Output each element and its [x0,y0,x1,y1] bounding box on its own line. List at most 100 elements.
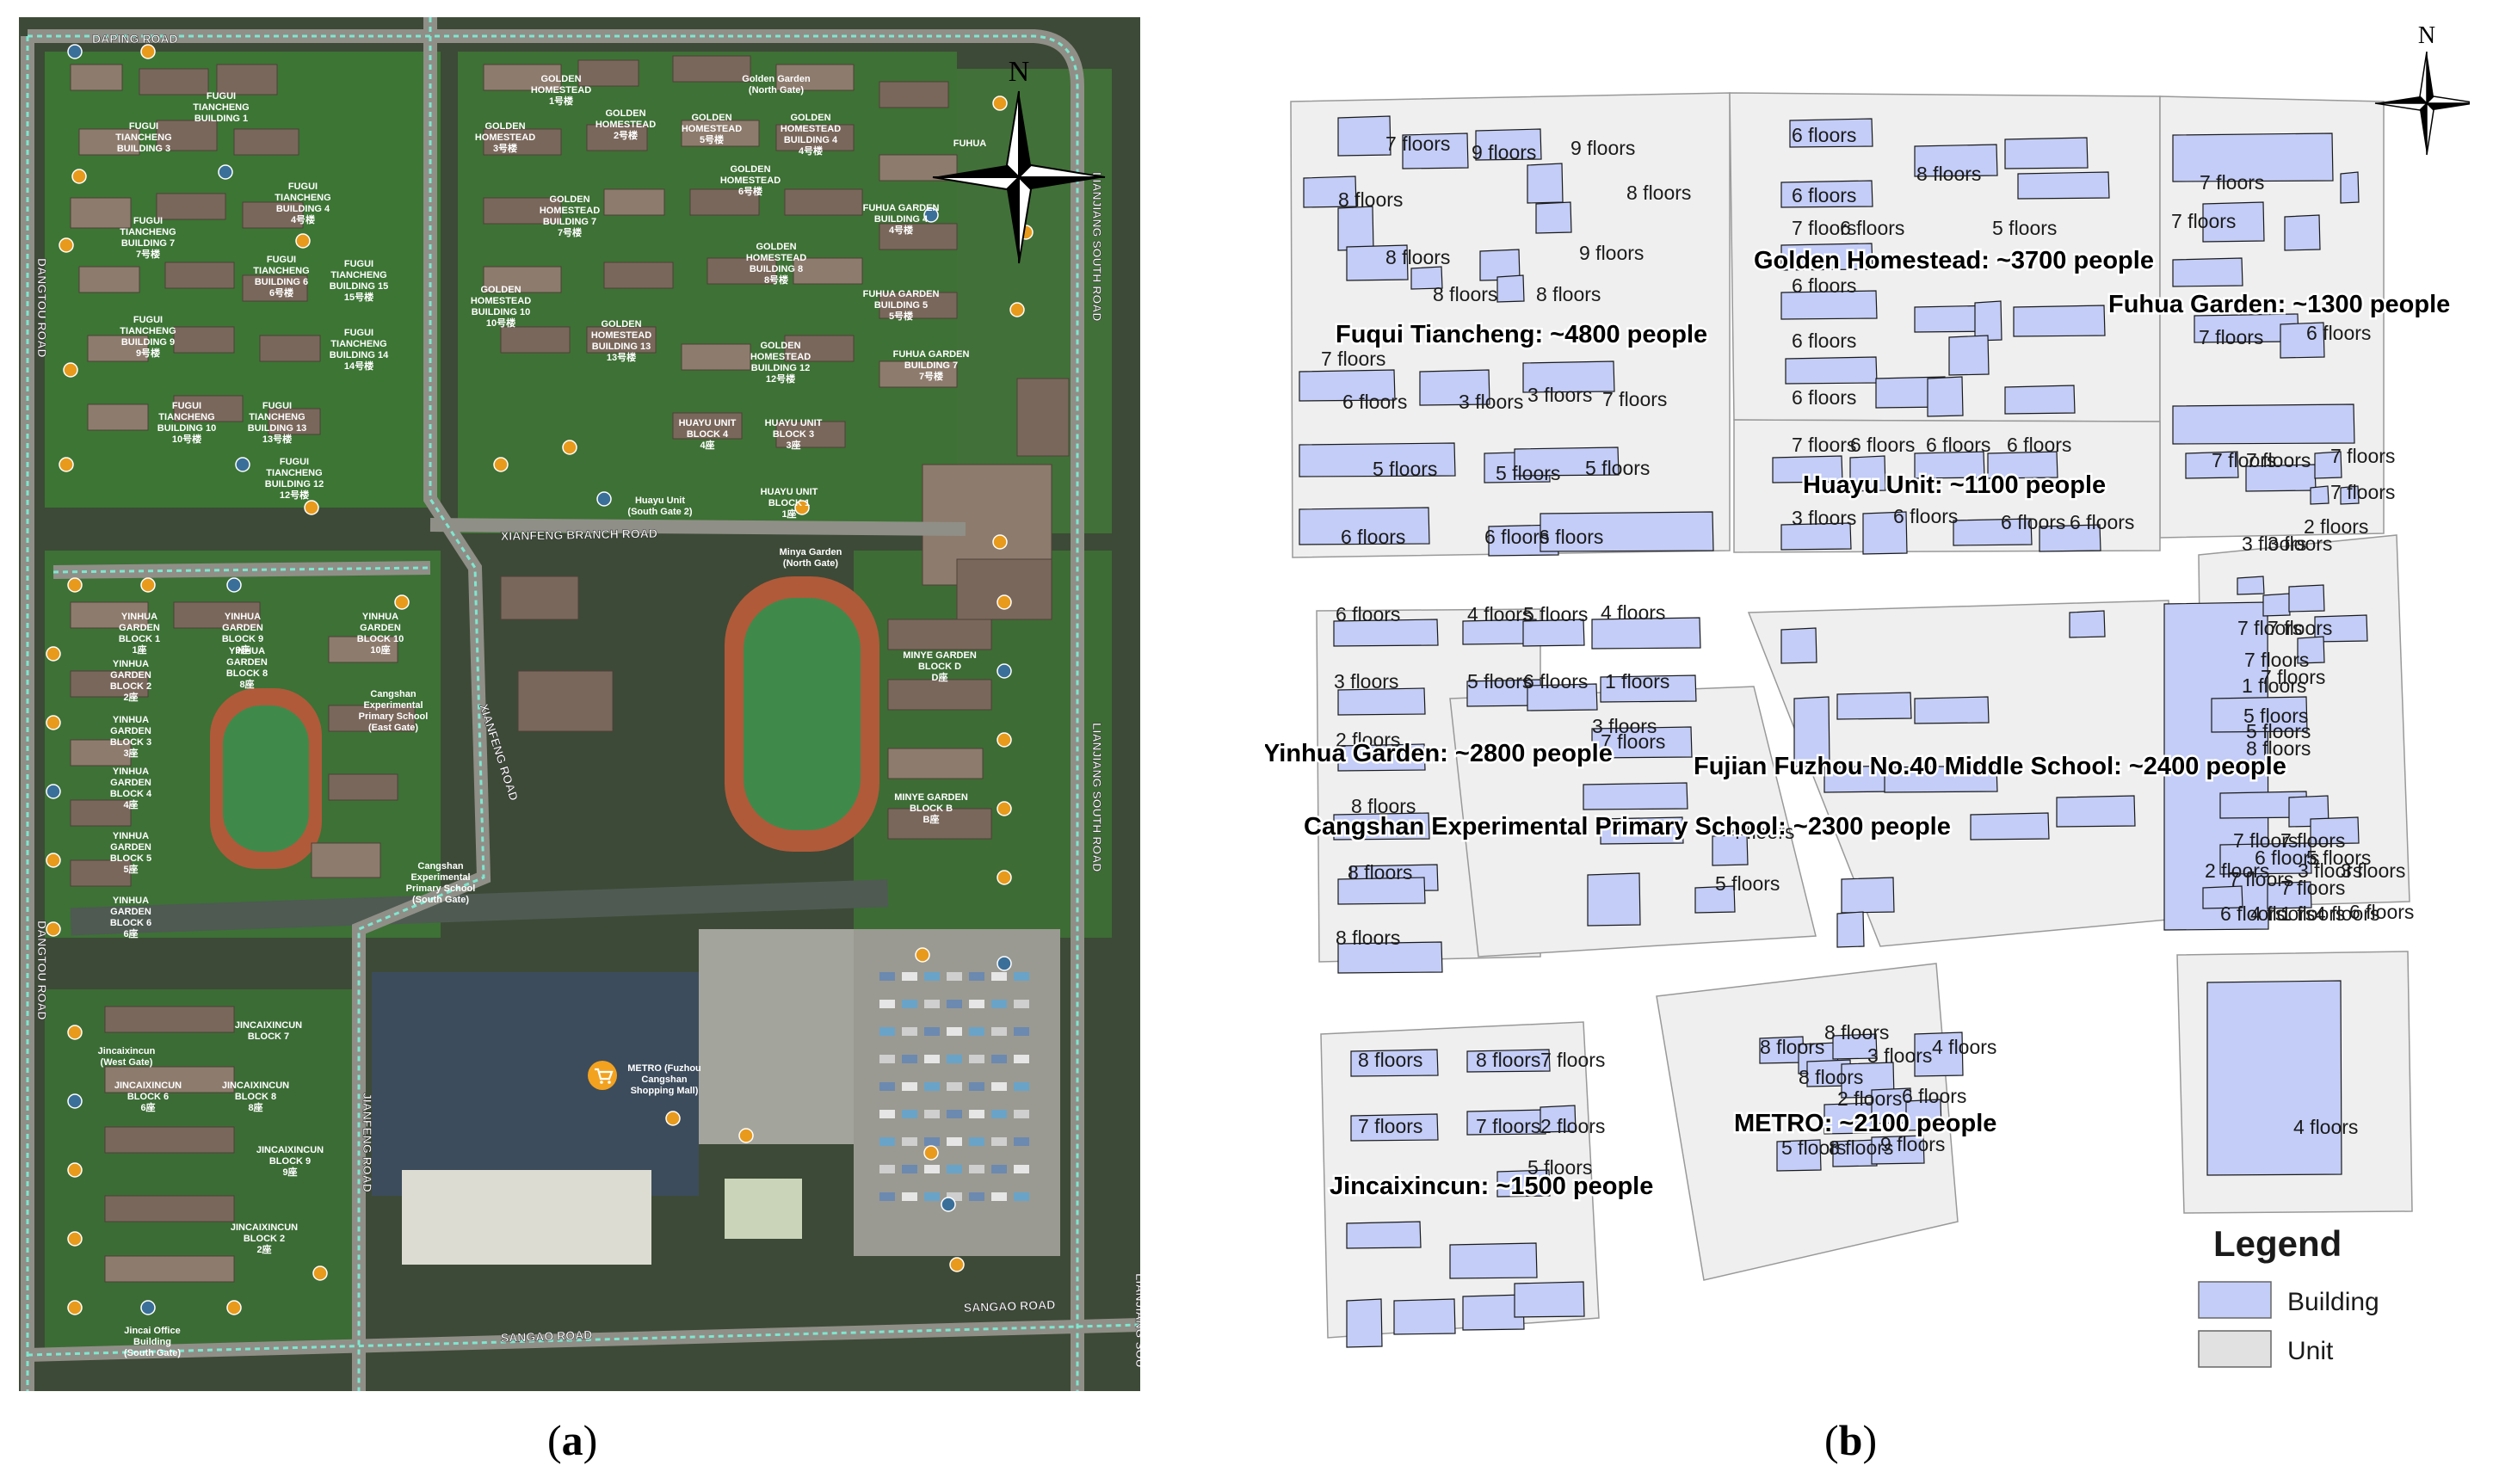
place-label: Huayu Unit(South Gate 2) [627,496,693,517]
building-footprint [1303,175,1357,208]
satellite-roof [242,274,308,302]
parked-car [991,1055,1007,1063]
satellite-roof [259,335,321,362]
place-label-line: GOLDEN [790,113,830,123]
parked-car [924,1165,940,1173]
building-footprint [1591,617,1701,650]
satellite-roof [104,1195,235,1222]
place-label-line: GOLDEN [601,319,641,329]
building-footprint [2017,171,2110,200]
place-label-line: GARDEN [110,842,151,853]
restaurant-icon [295,233,311,249]
place-label-line: GOLDEN [605,108,645,119]
place-label-line: FUGUI [267,255,296,265]
floor-label: 5 floors [1781,1136,1846,1159]
restaurant-icon [665,1111,681,1126]
floor-label: 5 floors [2243,705,2308,727]
building-footprint [2262,593,2291,617]
satellite-roof [156,120,218,151]
floor-label: 3 floors [1459,391,1523,413]
restaurant-icon [59,457,74,472]
parked-car [924,1110,940,1118]
place-label-line: 7号楼 [136,248,160,260]
road-label: LIANJIANG SOU [1133,1273,1140,1368]
place-label-line: BUILDING 15 [330,281,388,292]
place-label-line: 8号楼 [764,274,788,286]
building-footprint [1299,442,1456,477]
place-label-line: YINHUA [113,767,149,777]
floor-label: 3 floors [1592,715,1657,737]
place-label-line: Shopping Mall) [631,1086,699,1096]
place-label-line: (South Gate 2) [627,507,693,517]
place-label-line: BUILDING 7 [121,238,175,249]
road-label: DANGTOU ROAD [35,258,49,358]
place-label-line: Primary School [359,711,429,722]
floor-label: 4 floors [2250,902,2315,925]
satellite-roof [104,1066,235,1093]
place-label-line: GARDEN [110,778,151,788]
satellite-roof [500,326,571,354]
place-label-line: FUHUA GARDEN [863,289,940,299]
compass-north-letter: N [1009,56,1030,88]
building-footprint [1496,1169,1551,1198]
place-label-line: 7号楼 [919,370,943,382]
floor-label: 8 floors [1385,246,1450,268]
floor-label: 6 floors [1792,184,1856,206]
road-label: XIANFENG BRANCH ROAD [501,526,657,543]
gate-icon [67,44,83,59]
place-label-line: 6座 [140,1101,155,1113]
floor-label: 4 floors [2293,1116,2358,1138]
floor-label: 7 floors [1792,217,1856,239]
place-label-line: BLOCK 9 [269,1156,311,1167]
floor-label: 8 floors [1626,182,1691,204]
place-label-line: YINHUA [225,612,261,622]
parked-car [879,1110,895,1118]
satellite-roof [586,326,657,354]
building-footprint [1832,1033,1878,1060]
legend-building-swatch [2198,1281,2272,1319]
floor-label: 8 floors [1824,1021,1889,1044]
place-label-line: 10座 [370,643,390,656]
restaurant-icon [992,534,1008,550]
floor-label: 6 floors [1539,526,1603,548]
place-label-line: 10号楼 [172,433,201,445]
place-label-line: FUGUI [344,259,373,269]
floor-label: 6 floors [1840,217,1904,239]
place-label-line: BLOCK 2 [110,681,151,692]
place-label-line: HOMESTEAD [746,253,806,263]
floor-label: 3 floors [2268,533,2332,555]
restaurant-icon [997,801,1012,816]
floor-label: 3 floors [1527,384,1592,406]
floor-label: 6 floors [1336,603,1400,625]
floor-label: 7 floors [2244,649,2309,671]
unit-label: Fuhua Garden: ~1300 people [2108,291,2450,318]
building-footprint [2314,614,2368,643]
building-footprint [1583,782,1688,810]
floor-label: 2 floors [1336,729,1400,751]
place-label-line: 9号楼 [136,347,160,359]
satellite-roof [689,188,760,216]
bus-stop-icon [59,237,74,253]
place-label-line: Cangshan [370,689,416,699]
satellite-roof [104,1126,235,1154]
satellite-roof [775,124,855,151]
floor-label: 7 floors [2200,171,2264,194]
unit-label: Huayu Unit: ~1100 people [1803,471,2106,499]
place-label-line: GOLDEN [480,285,521,295]
place-label-line: 9座 [235,643,250,656]
restaurant-icon [738,1128,754,1143]
satellite-roof [887,748,984,779]
building-footprint [1337,115,1392,157]
place-label-line: 4座 [700,439,714,451]
place-label-line: BLOCK 4 [110,789,152,799]
parked-car [947,1165,962,1173]
restaurant-icon [67,1231,83,1247]
parked-car [902,972,917,981]
